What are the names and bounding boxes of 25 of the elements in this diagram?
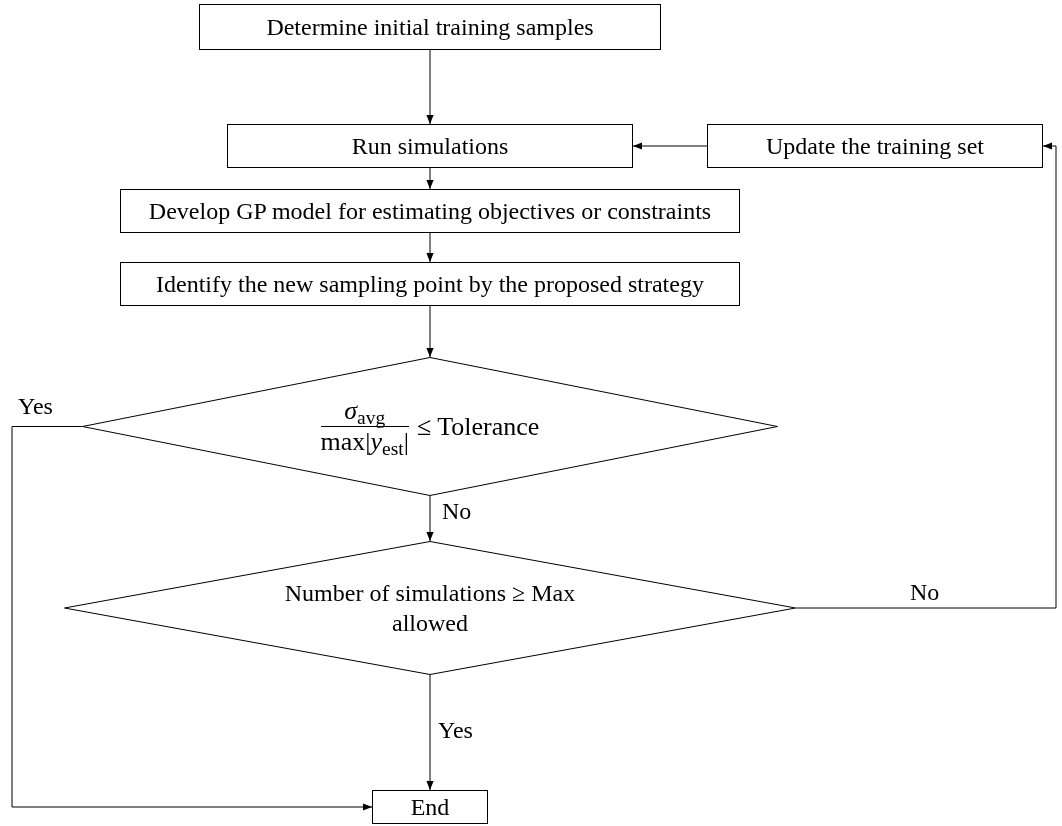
process-box <box>707 124 1043 168</box>
process-box <box>372 790 488 824</box>
arrow <box>426 49 434 125</box>
arrow <box>426 495 434 542</box>
box-text: Update the training set <box>766 132 984 160</box>
arrow <box>426 167 434 190</box>
box-text: Identify the new sampling point by the proposed strategy <box>156 270 704 298</box>
box-text: End <box>410 793 450 821</box>
process-box <box>120 189 740 233</box>
arrow <box>632 142 708 150</box>
arrow <box>795 142 1057 609</box>
box-text: Run simulations <box>351 132 509 160</box>
arrow <box>426 232 434 263</box>
numerator-text: σ$_{avg}$ <box>344 396 386 426</box>
process-box <box>199 4 661 50</box>
box-text: Determine initial training samples <box>266 13 594 41</box>
process-box <box>227 124 633 168</box>
arrow <box>11 426 373 811</box>
denominator-text: max|y$_{est}$| <box>320 427 409 457</box>
box-text: Develop GP model for estimating objectives or constraints <box>148 197 712 225</box>
condition-text: ≤ Tolerance <box>417 411 540 442</box>
arrow <box>426 674 434 791</box>
arrow <box>426 305 434 358</box>
condition-text: Number of simulations ≥ Max allowed <box>284 580 576 636</box>
process-box <box>120 262 740 306</box>
